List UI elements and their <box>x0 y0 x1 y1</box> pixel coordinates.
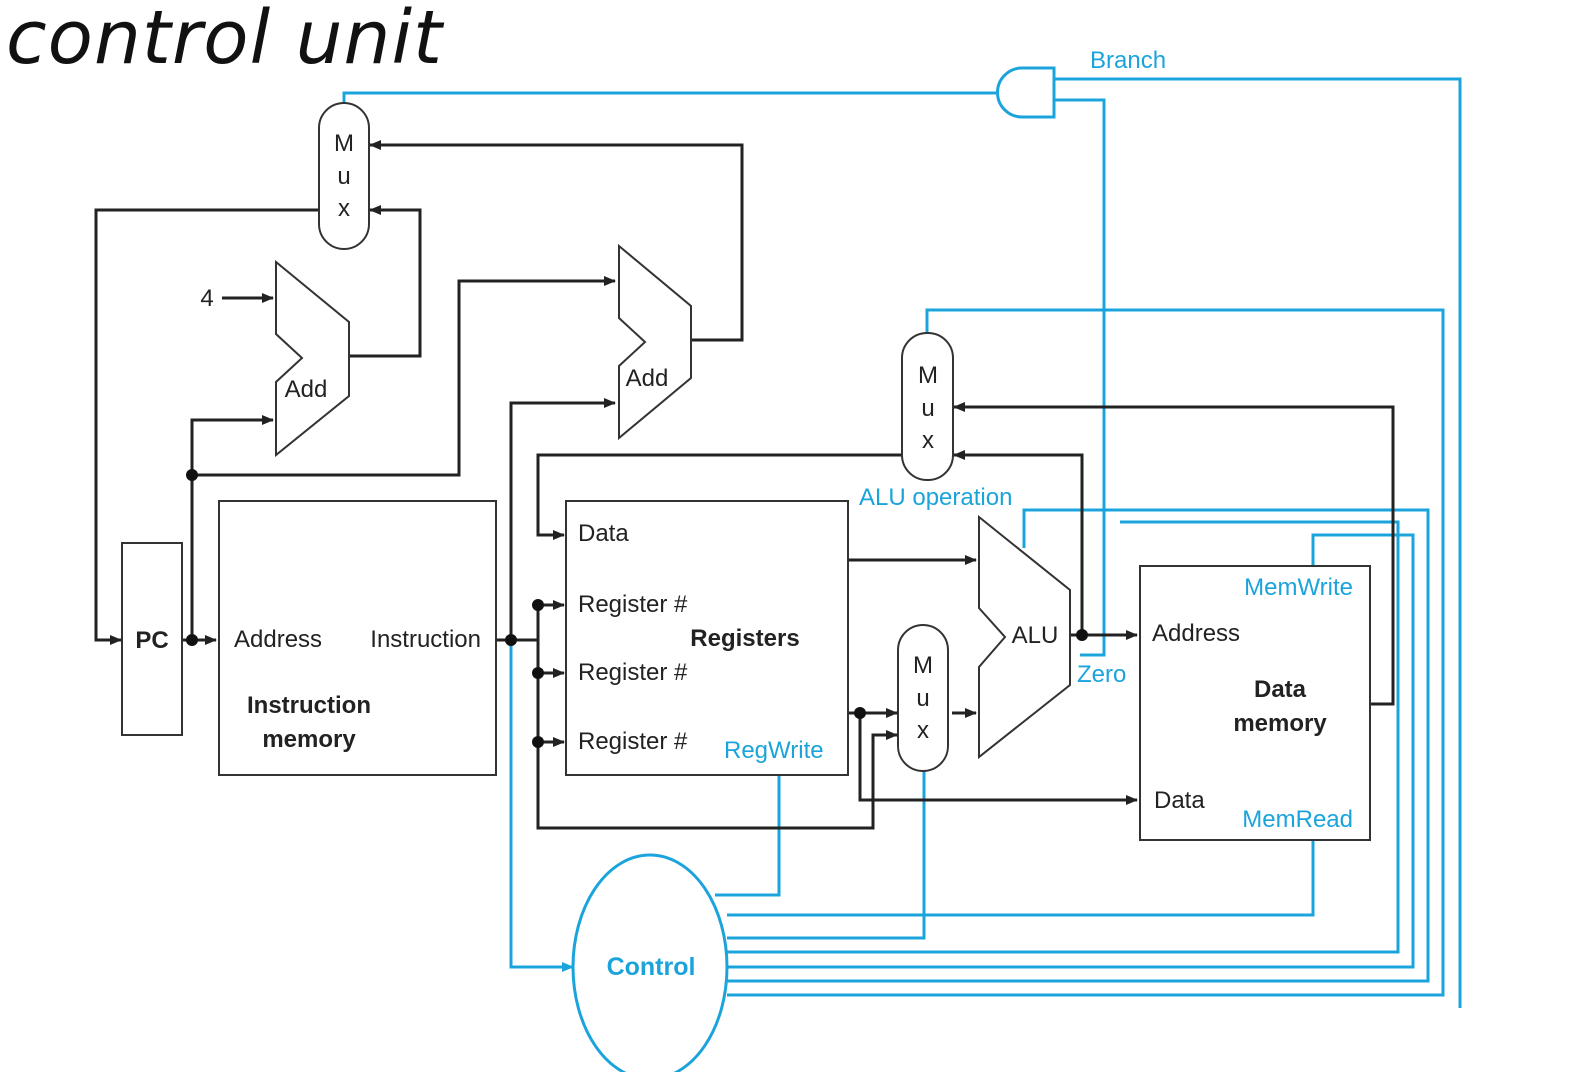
control-signal-labels: Branch ALU operation MemWrite MemRead Re… <box>724 47 1353 833</box>
register-num-label-1: Register # <box>578 591 688 618</box>
memtoreg-mux <box>901 332 954 481</box>
pc-label: PC <box>135 627 168 654</box>
instr-to-control-line <box>509 640 574 972</box>
regwrite-label: RegWrite <box>724 737 824 764</box>
aluop-line <box>727 508 1430 983</box>
constant-four-label: 4 <box>200 285 213 312</box>
datapath-lines <box>94 140 1395 830</box>
zero-label: Zero <box>1077 661 1126 688</box>
alu-operation-label: ALU operation <box>859 484 1012 511</box>
mem-data-label: Data <box>1154 787 1205 814</box>
memtoreg-line <box>727 520 1400 954</box>
control-lines <box>342 77 1462 1008</box>
branch-adder <box>618 243 692 441</box>
alusrc-mux <box>897 624 949 772</box>
memread-line <box>727 840 1315 917</box>
instruction-memory-title-2: memory <box>262 726 356 753</box>
register-num-label-2: Register # <box>578 659 688 686</box>
add-label-2: Add <box>626 365 669 392</box>
memwrite-label: MemWrite <box>1244 574 1353 601</box>
mux2-u: u <box>921 395 934 422</box>
data-memory <box>1139 565 1371 841</box>
mem-address-label: Address <box>1152 620 1240 647</box>
instruction-output-label: Instruction <box>370 626 481 653</box>
pc-adder <box>275 259 350 458</box>
mux3-x: x <box>917 717 929 744</box>
mux1-u: u <box>337 163 350 190</box>
component-labels: PC 4 Add Add M u x M u x M u x Address I… <box>135 130 1327 981</box>
alu-label: ALU <box>1012 622 1059 649</box>
mux2-x: x <box>922 427 934 454</box>
mux2-m: M <box>918 362 938 389</box>
page-title: control unit <box>6 0 444 81</box>
branch-and-gate <box>996 66 1056 119</box>
regwrite-line <box>715 775 781 897</box>
mux3-u: u <box>916 685 929 712</box>
zero-line <box>1054 98 1106 657</box>
mux1-m: M <box>334 130 354 157</box>
instruction-memory-title-1: Instruction <box>247 692 371 719</box>
instruction-memory <box>218 500 497 776</box>
mux1-x: x <box>338 195 350 222</box>
pc-register <box>121 542 183 736</box>
registers-title: Registers <box>690 625 799 652</box>
alusrc-line <box>727 308 1445 997</box>
control-label: Control <box>607 953 696 981</box>
junction-dots <box>186 469 1088 748</box>
memread-label: MemRead <box>1242 806 1353 833</box>
branch-line <box>1054 77 1462 1008</box>
register-num-label-3: Register # <box>578 728 688 755</box>
pc-source-mux <box>318 102 370 250</box>
write-data-label: Data <box>578 520 629 547</box>
memwrite-line <box>727 533 1415 969</box>
data-memory-title-2: memory <box>1233 710 1327 737</box>
register-file <box>565 500 849 776</box>
mux3-m: M <box>913 652 933 679</box>
branch-label: Branch <box>1090 47 1166 74</box>
add-label-1: Add <box>285 376 328 403</box>
control-unit <box>571 853 729 1072</box>
alu <box>978 514 1071 760</box>
address-label: Address <box>234 626 322 653</box>
mux-ctrl-line <box>727 770 926 940</box>
data-memory-title-1: Data <box>1254 676 1307 703</box>
pcsrc-line <box>342 91 996 104</box>
